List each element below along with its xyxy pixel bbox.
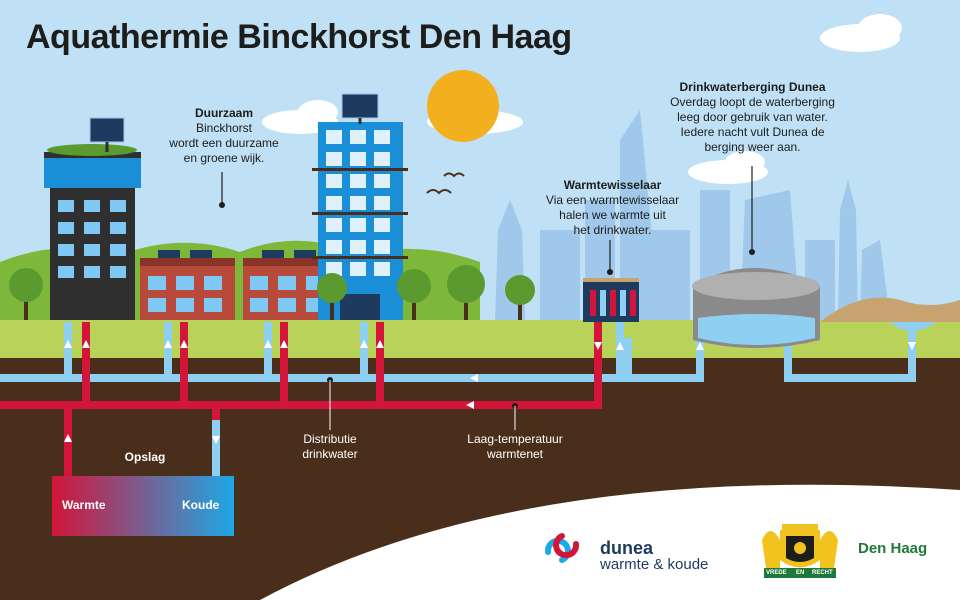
heat-exchanger-icon xyxy=(583,278,639,322)
label-dunea-berging-line3: Iedere nacht vult Dunea de xyxy=(680,125,825,139)
label-warmte: Warmte xyxy=(62,498,106,512)
label-koude: Koude xyxy=(182,498,220,512)
dunea-logo-sub: warmte & koude xyxy=(600,556,709,573)
label-dunea-berging-line4: berging weer aan. xyxy=(704,140,801,154)
tower-left-icon xyxy=(44,117,141,320)
label-duurzaam-line2: wordt een duurzame xyxy=(169,136,279,150)
tower-right-icon xyxy=(312,93,408,320)
sun-icon xyxy=(427,70,499,142)
label-dunea-berging-line1: Overdag loopt de waterberging xyxy=(670,95,835,109)
label-dunea-berging-head: Drinkwaterberging Dunea xyxy=(679,80,826,94)
label-warmtewisselaar: Warmtewisselaar Via een warmtewisselaar … xyxy=(535,178,690,238)
label-laagtemp: Laag-temperatuur warmtenet xyxy=(460,432,570,462)
label-laagtemp-line1: Laag-temperatuur xyxy=(467,432,563,446)
label-duurzaam-head: Duurzaam xyxy=(194,106,253,120)
dune-icon xyxy=(820,297,960,322)
birds-icon xyxy=(426,172,465,195)
label-laagtemp-line2: warmtenet xyxy=(486,447,544,461)
label-warmtewisselaar-line2: halen we warmte uit xyxy=(559,208,666,222)
label-duurzaam-line3: en groene wijk. xyxy=(183,151,265,165)
trees-icon xyxy=(9,265,535,320)
coat-of-arms-icon xyxy=(762,524,838,578)
label-opslag: Opslag xyxy=(124,450,166,464)
label-duurzaam: Duurzaam Binckhorst wordt een duurzame e… xyxy=(160,106,288,166)
label-distributie-line2: drinkwater xyxy=(302,447,358,461)
motto-left: VREDE xyxy=(766,570,787,576)
motto-right: RECHT xyxy=(812,570,833,576)
dunea-logo: dunea warmte & koude xyxy=(540,536,740,576)
page-title: Aquathermie Binckhorst Den Haag xyxy=(26,18,572,56)
label-duurzaam-line1: Binckhorst xyxy=(195,121,253,135)
label-warmtewisselaar-line3: het drinkwater. xyxy=(573,223,652,237)
dunea-logo-name: dunea xyxy=(600,538,654,558)
motto-mid: EN xyxy=(796,570,805,576)
label-dunea-berging-line2: leeg door gebruik van water. xyxy=(677,110,828,124)
label-dunea-berging: Drinkwaterberging Dunea Overdag loopt de… xyxy=(660,80,845,155)
storage-tank-icon xyxy=(52,476,234,536)
reservoir-icon xyxy=(692,268,820,348)
pond-icon xyxy=(890,322,936,331)
label-distributie-line1: Distributie xyxy=(303,432,357,446)
label-distributie: Distributie drinkwater xyxy=(288,432,372,462)
dunea-logo-icon xyxy=(544,533,580,563)
flow-arrows xyxy=(64,340,916,444)
label-warmtewisselaar-line1: Via een warmtewisselaar xyxy=(545,193,680,207)
den-haag-logo-text: Den Haag xyxy=(858,540,928,557)
label-warmtewisselaar-head: Warmtewisselaar xyxy=(563,178,662,192)
